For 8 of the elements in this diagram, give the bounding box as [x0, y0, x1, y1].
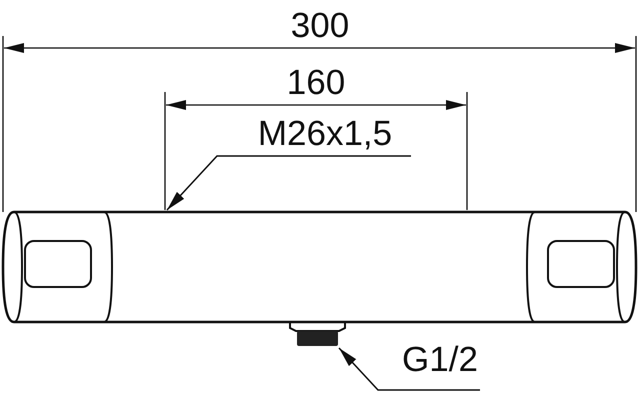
dimension-value: 300	[290, 6, 350, 46]
dimension-value: 160	[286, 63, 346, 103]
leader-line	[338, 348, 480, 391]
thermostat-body-drawing	[2, 210, 638, 324]
leader-line	[166, 155, 411, 210]
thread-size-label: M26x1,5	[237, 114, 413, 154]
thread-size-label: G1/2	[390, 340, 490, 384]
outlet-thread-drawing	[289, 322, 346, 346]
